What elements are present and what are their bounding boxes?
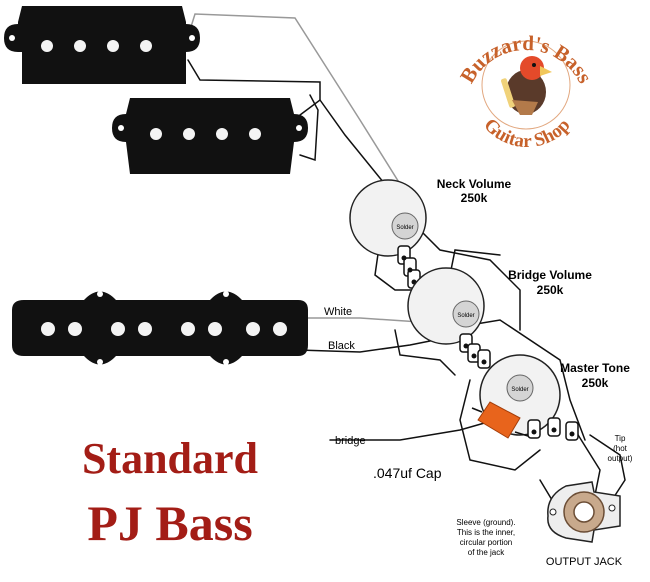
buzzard-mascot-icon <box>501 56 552 115</box>
tip-label-line3: output) <box>608 454 633 463</box>
title-line-1: Standard <box>81 434 259 483</box>
ground-wire-neck <box>374 239 416 291</box>
sleeve-label: Sleeve (ground). This is the inner, circ… <box>456 518 515 557</box>
sleeve-label-line4: of the jack <box>468 548 505 557</box>
capacitor-label: .047uf Cap <box>373 465 442 481</box>
jack-tip-wire <box>589 434 626 501</box>
white-wire-label: White <box>324 306 352 318</box>
p-pickup-neck-wire-gray <box>189 13 411 201</box>
neck-volume-pot: Solder <box>349 179 427 289</box>
neck-volume-name: Neck Volume <box>437 177 512 191</box>
black-wire-label: Black <box>328 340 355 352</box>
sleeve-label-line1: Sleeve (ground). <box>456 518 515 527</box>
sleeve-label-line3: circular portion <box>460 538 512 547</box>
p-pickup-bridge-half <box>112 98 308 174</box>
neck-volume-solder-label: Solder <box>396 225 413 231</box>
bridge-ground-wire <box>329 419 496 441</box>
bridge-volume-name: Bridge Volume <box>508 268 592 282</box>
tone-output-wire <box>574 429 601 496</box>
master-tone-name: Master Tone <box>560 361 630 375</box>
tip-label-line1: Tip <box>615 434 626 443</box>
bridge-volume-solder-label: Solder <box>457 313 474 319</box>
neck-to-tone-wire <box>419 229 521 331</box>
sleeve-label-line2: This is the inner, <box>457 528 515 537</box>
capacitor <box>471 401 529 439</box>
p-pickup-neck-wire-black <box>187 59 321 101</box>
hot-loop-wire <box>469 319 586 441</box>
master-tone-label: Master Tone 250k <box>560 361 630 390</box>
bridge-volume-label: Bridge Volume 250k <box>508 268 592 297</box>
tip-label: Tip (hot output) <box>608 434 633 463</box>
p-pickup-bridge-wire-black <box>299 98 411 216</box>
bridge-volume-value: 250k <box>537 283 564 297</box>
ground-wire-chain <box>394 329 456 376</box>
tip-label-line2: (hot <box>613 444 628 453</box>
master-tone-value: 250k <box>582 376 609 390</box>
title-line-2: PJ Bass <box>87 495 253 551</box>
master-tone-solder-label: Solder <box>511 387 528 393</box>
j-pickup-wire-black <box>297 337 446 353</box>
neck-volume-label: Neck Volume 250k <box>437 177 512 205</box>
output-jack <box>547 481 621 543</box>
p-pickup-neck-half <box>4 6 200 84</box>
neck-volume-value: 250k <box>461 191 488 205</box>
bridge-wire-label: bridge <box>335 435 366 447</box>
buzzards-logo: Buzzard's Bass Guitar Shop <box>455 31 597 152</box>
j-pickup <box>12 291 308 365</box>
logo-lower-text: Guitar Shop <box>480 114 575 152</box>
output-jack-label: OUTPUT JACK <box>546 556 623 568</box>
tone-ground-loop <box>459 379 541 471</box>
bridge-volume-pot: Solder <box>407 267 491 369</box>
p-pickup-bridge-wire-gray <box>299 94 319 162</box>
